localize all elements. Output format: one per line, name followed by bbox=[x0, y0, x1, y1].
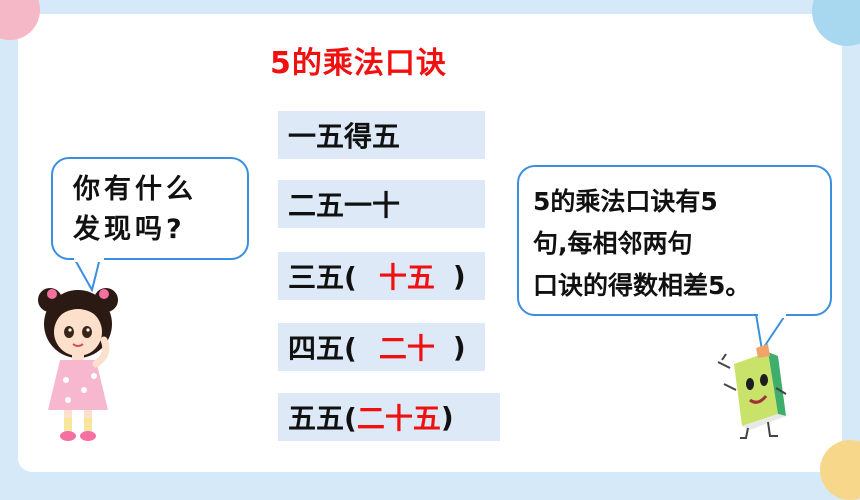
right-speech-bubble: 5的乘法口诀有5 句,每相邻两句 口诀的得数相差5。 bbox=[517, 165, 832, 316]
rhyme-answer: 二十五 bbox=[356, 402, 441, 435]
left-bubble-tail bbox=[73, 257, 101, 292]
tail-cover bbox=[74, 258, 104, 262]
left-speech-bubble: 你有什么 发现吗? bbox=[51, 157, 249, 260]
rhyme-prefix: 三五( bbox=[288, 261, 357, 294]
list-item: 一五得五 bbox=[278, 111, 485, 159]
rhyme-text: 二五一十 bbox=[288, 189, 401, 222]
list-item: 二五一十 bbox=[278, 180, 485, 228]
bubble-line: 句,每相邻两句 bbox=[533, 229, 693, 258]
bubble-line: 发现吗? bbox=[73, 214, 186, 245]
book-character-illustration bbox=[717, 344, 787, 439]
rhyme-text: 一五得五 bbox=[288, 120, 401, 153]
tail-cover bbox=[758, 314, 786, 318]
page-title: 5的乘法口诀 bbox=[270, 46, 447, 81]
list-item: 三五( 十五 ) bbox=[278, 252, 485, 300]
rhyme-prefix: 四五( bbox=[288, 332, 357, 365]
girl-illustration bbox=[38, 288, 118, 441]
rhyme-answer: 二十 bbox=[378, 332, 435, 365]
bubble-line: 5的乘法口诀有5 bbox=[533, 187, 718, 216]
list-item: 五五( 二十五 ) bbox=[278, 393, 500, 441]
rhyme-suffix: ) bbox=[440, 400, 454, 434]
rhyme-answer: 十五 bbox=[378, 261, 435, 294]
list-item: 四五( 二十 ) bbox=[278, 323, 485, 371]
bubble-line: 口诀的得数相差5。 bbox=[533, 271, 751, 300]
rhyme-suffix: ) bbox=[452, 330, 466, 364]
bubble-line: 你有什么 bbox=[73, 174, 197, 205]
rhyme-suffix: ) bbox=[452, 259, 466, 293]
rhyme-prefix: 五五( bbox=[288, 402, 357, 435]
